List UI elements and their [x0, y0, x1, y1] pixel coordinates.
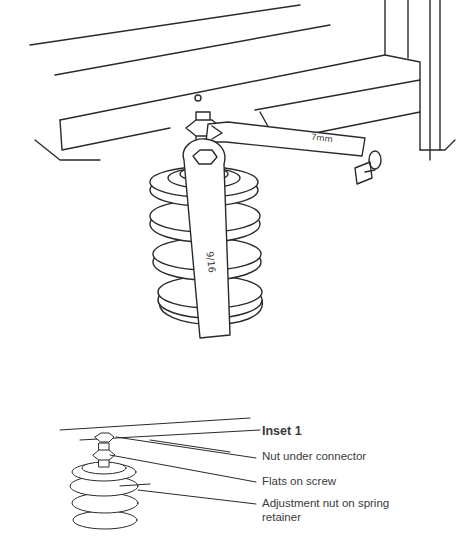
part-name: Adjustment nut on spring retainer — [262, 497, 392, 525]
part-name: Nut under connector — [262, 450, 452, 464]
wrench-9-16 — [183, 139, 230, 338]
machine-frame — [30, 0, 455, 184]
inset-title: Inset 1 — [262, 424, 452, 439]
leader-lines — [110, 437, 256, 504]
wrench-size: 9/16 — [204, 251, 218, 273]
part-name: Flats on screw — [262, 475, 452, 489]
inset-drawing — [60, 418, 260, 529]
wrench-7mm — [206, 122, 365, 156]
